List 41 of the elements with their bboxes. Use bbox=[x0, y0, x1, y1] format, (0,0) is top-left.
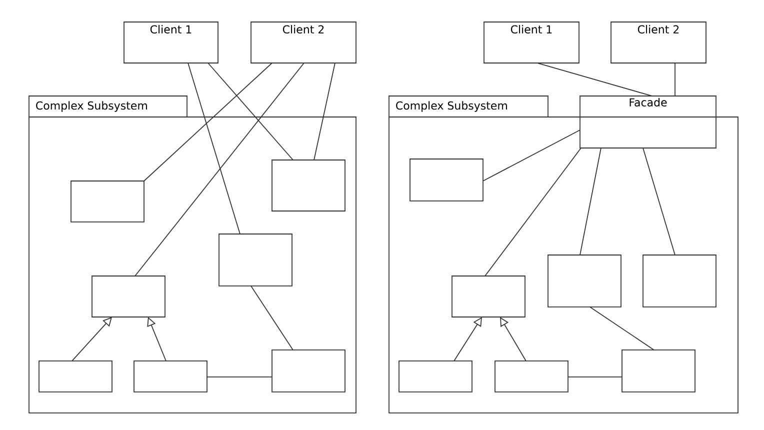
class-box bbox=[38, 360, 112, 392]
class-box bbox=[92, 276, 166, 318]
class-box bbox=[410, 158, 484, 202]
class-box bbox=[398, 360, 472, 392]
class-box bbox=[272, 160, 346, 212]
class-box: Client 1 bbox=[484, 22, 580, 64]
connector-line bbox=[580, 148, 602, 256]
connector-line bbox=[188, 62, 240, 234]
package-frame: Complex Subsystem bbox=[28, 96, 356, 414]
generalization-arrow bbox=[147, 317, 166, 362]
class-box bbox=[218, 234, 292, 286]
class-box: Facade bbox=[580, 96, 716, 148]
connector-line bbox=[206, 376, 272, 378]
connector-line bbox=[250, 286, 294, 350]
connector-line bbox=[208, 62, 294, 160]
class-box bbox=[134, 360, 208, 392]
connector-line bbox=[144, 62, 272, 182]
connector-line bbox=[674, 62, 676, 96]
class-box bbox=[452, 276, 526, 318]
class-box bbox=[642, 254, 716, 308]
connector-line bbox=[134, 62, 304, 276]
connector-line bbox=[314, 62, 336, 160]
node-label: Complex Subsystem bbox=[396, 101, 507, 112]
class-box bbox=[494, 360, 568, 392]
generalization-arrow bbox=[500, 317, 526, 362]
node-label: Complex Subsystem bbox=[36, 101, 147, 112]
class-box: Client 2 bbox=[610, 22, 706, 64]
class-box bbox=[70, 180, 144, 222]
class-box bbox=[548, 254, 622, 308]
class-box: Client 1 bbox=[124, 22, 218, 64]
class-box: Client 2 bbox=[250, 22, 356, 64]
connector-line bbox=[482, 130, 580, 182]
class-box bbox=[272, 350, 346, 392]
generalization-arrow bbox=[72, 317, 112, 362]
connector-line bbox=[484, 148, 582, 276]
connector-line bbox=[536, 62, 652, 96]
connector-line bbox=[590, 306, 654, 350]
generalization-arrow bbox=[454, 317, 482, 362]
connector-line bbox=[642, 148, 676, 256]
class-box bbox=[622, 350, 696, 392]
connector-line bbox=[568, 376, 622, 378]
